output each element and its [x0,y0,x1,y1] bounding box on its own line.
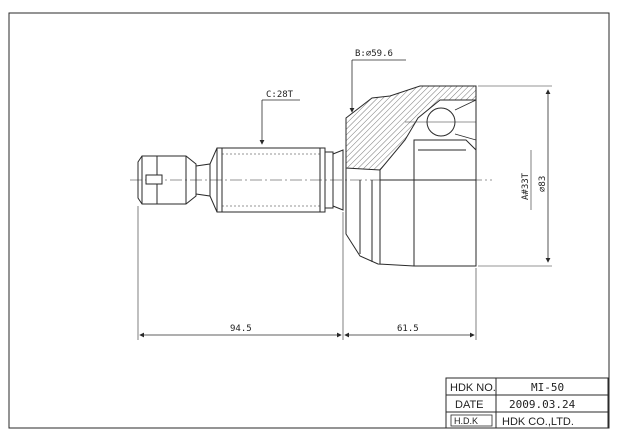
dimension-horizontal [137,206,477,340]
dimension-b: B:⌀59.6 [349,49,406,113]
hdk-no-value: MI-50 [531,381,564,394]
dimension-a-label: A#33T [521,172,531,200]
dimension-d-label: ⌀83 [538,176,548,192]
dimension-c-label: C:28T [266,90,294,100]
hdk-logo: H.D.K [454,416,478,426]
dimension-b-label: B:⌀59.6 [355,49,393,59]
housing [345,85,477,267]
dimension-c: C:28T [259,90,300,145]
dimension-housing-length: 61.5 [397,324,419,334]
drawing-frame [8,12,610,429]
shaft [137,147,344,213]
dimension-shaft-length: 94.5 [230,324,252,334]
date-label: DATE [455,399,484,411]
date-value: 2009.03.24 [509,398,576,411]
company-name: HDK CO.,LTD. [502,416,574,428]
title-block [445,377,609,429]
spline-lines [222,153,320,207]
dimension-a: A#33T ⌀83 [478,85,552,267]
hdk-no-label: HDK NO. [450,382,496,394]
